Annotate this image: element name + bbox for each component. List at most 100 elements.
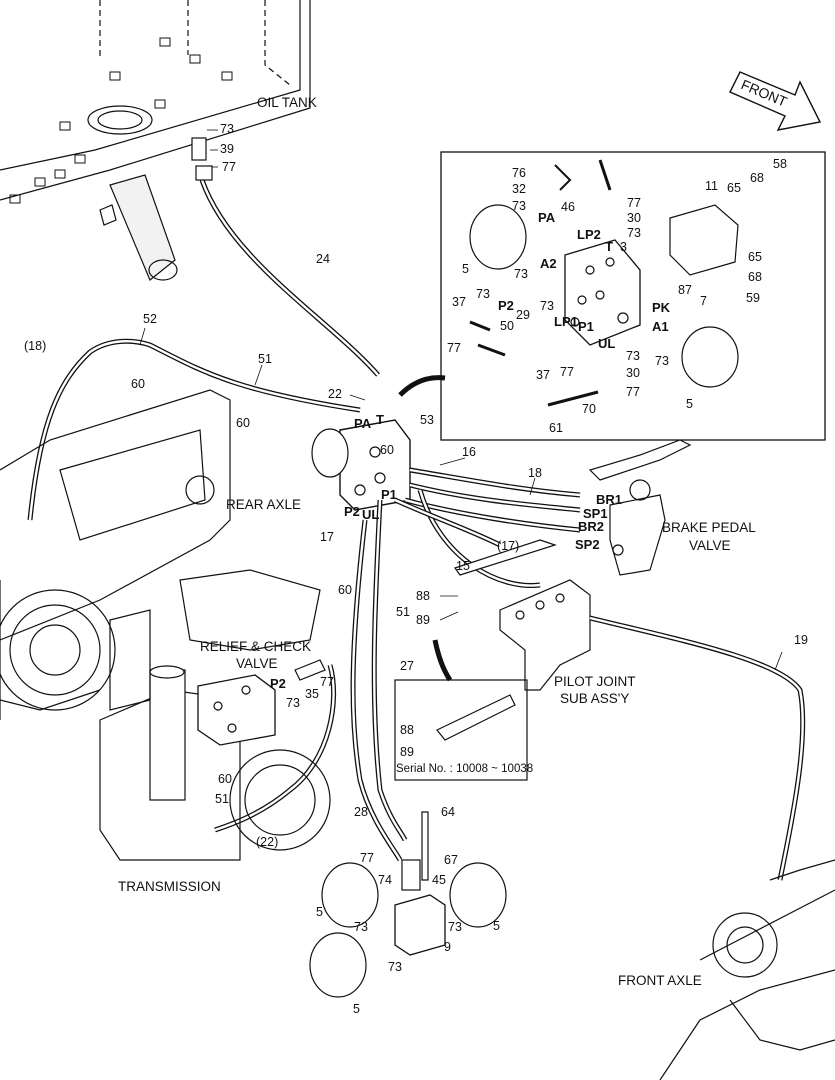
callout-89: 89: [416, 613, 430, 627]
callout-5: 5: [353, 1002, 360, 1016]
port-p2-inset: P2: [498, 298, 514, 313]
callout-51: 51: [396, 605, 410, 619]
relief-check-caption-line1: RELIEF & CHECK: [200, 639, 312, 654]
callout-18-ref: (18): [24, 339, 47, 353]
brake-valve-block: [311, 419, 411, 511]
inset-callout-61: 61: [549, 421, 563, 435]
callout-27: 27: [400, 659, 414, 673]
callout-64: 64: [441, 805, 455, 819]
callout-24: 24: [316, 252, 330, 266]
pilot-joint-caption-line2: SUB ASS'Y: [560, 691, 630, 706]
callout-39: 39: [220, 142, 234, 156]
inset-callout-73: 73: [514, 267, 528, 281]
callout-17-ref: (17): [497, 539, 520, 553]
inset-callout-3: 3: [620, 240, 627, 254]
inset-callout-11: 11: [705, 179, 718, 193]
inset-callout-30: 30: [626, 366, 640, 380]
inset-callout-73: 73: [627, 226, 641, 240]
front-axle: [659, 859, 835, 1080]
callout-28: 28: [354, 805, 368, 819]
brake-pedal-caption-line1: BRAKE PEDAL: [662, 520, 756, 535]
accumulator-assembly: [309, 811, 507, 998]
port-pa-main: PA: [354, 416, 372, 431]
pilot-joint-assembly: [454, 539, 591, 691]
port-p1-inset: P1: [578, 319, 594, 334]
callout-18: 18: [528, 466, 542, 480]
inset-callout-65: 65: [727, 181, 741, 195]
transmission-caption: TRANSMISSION: [118, 879, 221, 894]
transmission: [99, 569, 331, 861]
inset-callout-73: 73: [512, 199, 526, 213]
inset-callout-58: 58: [773, 157, 787, 171]
inset-callout-5: 5: [686, 397, 693, 411]
callout-22-ref: (22): [256, 835, 279, 849]
inset-callout-77: 77: [626, 385, 640, 399]
port-lp1: LP1: [554, 314, 578, 329]
port-pa-inset: PA: [538, 210, 556, 225]
port-pk: PK: [652, 300, 671, 315]
inset-callout-32: 32: [512, 182, 526, 196]
inset-callout-5: 5: [462, 262, 469, 276]
callout-53: 53: [420, 413, 434, 427]
front-arrow-shape: [729, 71, 822, 131]
inset-callout-70: 70: [582, 402, 596, 416]
callout-74: 74: [378, 873, 392, 887]
serial-inset-frame: [394, 679, 528, 781]
callout-45: 45: [432, 873, 446, 887]
port-ul-inset: UL: [598, 336, 616, 351]
serial-caption: Serial No. : 10008 ~ 10038: [396, 763, 534, 775]
detail-inset-frame: [440, 151, 826, 441]
callout-77: 77: [360, 851, 374, 865]
callout-88: 88: [400, 723, 414, 737]
brake-pedal-valve: [588, 439, 692, 576]
callout-17: 17: [320, 530, 334, 544]
port-t-inset: T: [605, 239, 613, 254]
relief-check-caption-line2: VALVE: [236, 656, 278, 671]
inset-callout-7: 7: [700, 294, 707, 308]
callout-88: 88: [416, 589, 430, 603]
oil-tank: [0, 0, 311, 281]
port-p2-main: P2: [344, 504, 360, 519]
port-p1-main: P1: [381, 487, 397, 502]
port-br1: BR1: [596, 492, 623, 507]
callout-60: 60: [338, 583, 352, 597]
callout-9: 9: [444, 940, 451, 954]
callout-60: 60: [380, 443, 394, 457]
inset-callout-76: 76: [512, 166, 526, 180]
callout-73: 73: [354, 920, 368, 934]
inset-brake-valve: [469, 159, 739, 407]
callout-5: 5: [493, 919, 500, 933]
callout-73: 73: [448, 920, 462, 934]
inset-callout-68: 68: [748, 270, 762, 284]
callout-51: 51: [215, 792, 229, 806]
brake-pedal-caption-line2: VALVE: [689, 538, 731, 553]
callout-51: 51: [258, 352, 272, 366]
port-sp2: SP2: [575, 537, 600, 552]
port-t-main: T: [376, 412, 384, 427]
callout-15: 15: [456, 559, 470, 573]
callout-73: 73: [220, 122, 234, 136]
callout-89: 89: [400, 745, 414, 759]
inset-callout-29: 29: [516, 308, 530, 322]
pilot-joint-caption-line1: PILOT JOINT: [554, 674, 636, 689]
port-lp2: LP2: [577, 227, 601, 242]
front-axle-caption: FRONT AXLE: [618, 973, 702, 988]
callout-60: 60: [236, 416, 250, 430]
callout-35: 35: [305, 687, 319, 701]
callout-77: 77: [222, 160, 236, 174]
inset-callout-68: 68: [750, 171, 764, 185]
callout-16: 16: [462, 445, 476, 459]
inset-callout-46: 46: [561, 200, 575, 214]
relief-check-valve: [197, 659, 326, 746]
callout-60: 60: [218, 772, 232, 786]
inset-callout-77: 77: [560, 365, 574, 379]
callout-52: 52: [143, 312, 157, 326]
port-ul-main: UL: [362, 507, 380, 522]
inset-callout-65: 65: [748, 250, 762, 264]
oil-tank-caption: OIL TANK: [257, 95, 317, 110]
inset-callout-73: 73: [655, 354, 669, 368]
inset-callout-37: 37: [536, 368, 550, 382]
callout-19: 19: [794, 633, 808, 647]
